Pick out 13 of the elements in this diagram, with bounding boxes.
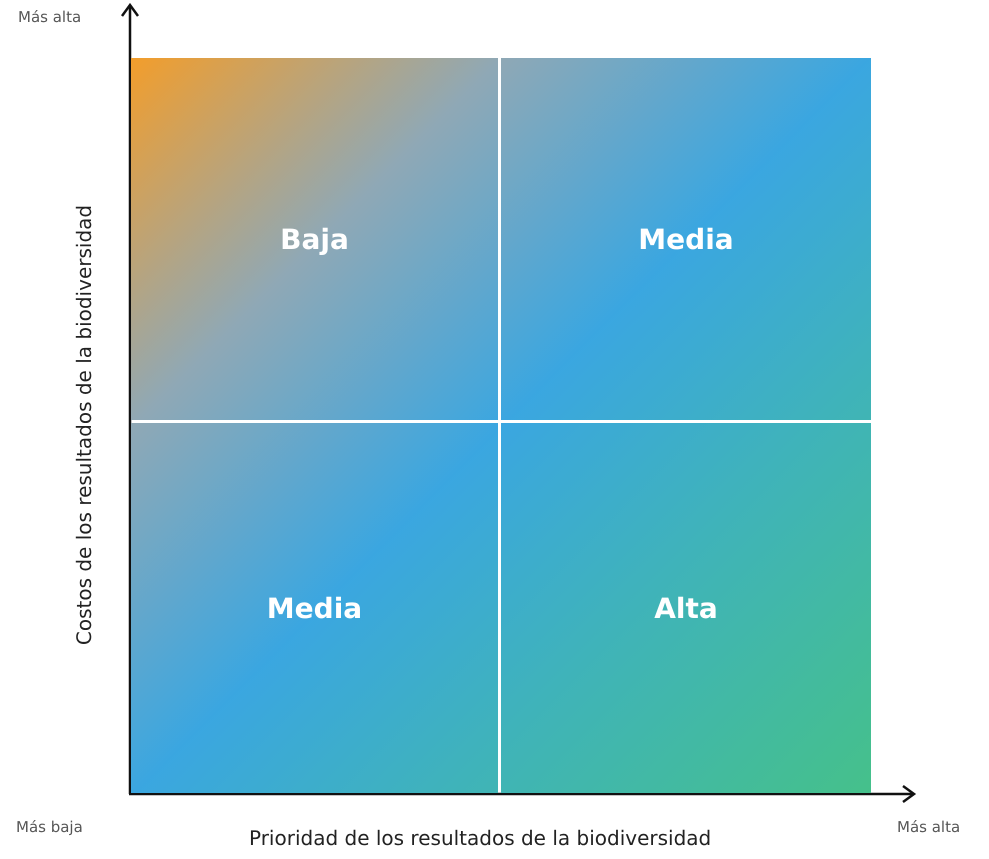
axis-end-label: Más alta: [897, 818, 960, 836]
axis-end-label: Más baja: [16, 818, 83, 836]
axis-title: Costos de los resultados de la biodiversidad: [72, 204, 96, 646]
quadrant-panel: [501, 423, 871, 793]
quadrant-panel: [501, 58, 871, 420]
axis-end-label: Más alta: [18, 8, 82, 26]
axis-title: Prioridad de los resultados de la biodiversidad: [249, 826, 712, 850]
quadrant-label: Media: [638, 222, 734, 256]
quadrant-label: Media: [266, 592, 362, 624]
quadrant-panel: [131, 58, 498, 420]
quadrant-label: Baja: [280, 222, 349, 256]
quadrant-panel: [131, 423, 498, 793]
quadrant-label: Alta: [654, 592, 718, 624]
